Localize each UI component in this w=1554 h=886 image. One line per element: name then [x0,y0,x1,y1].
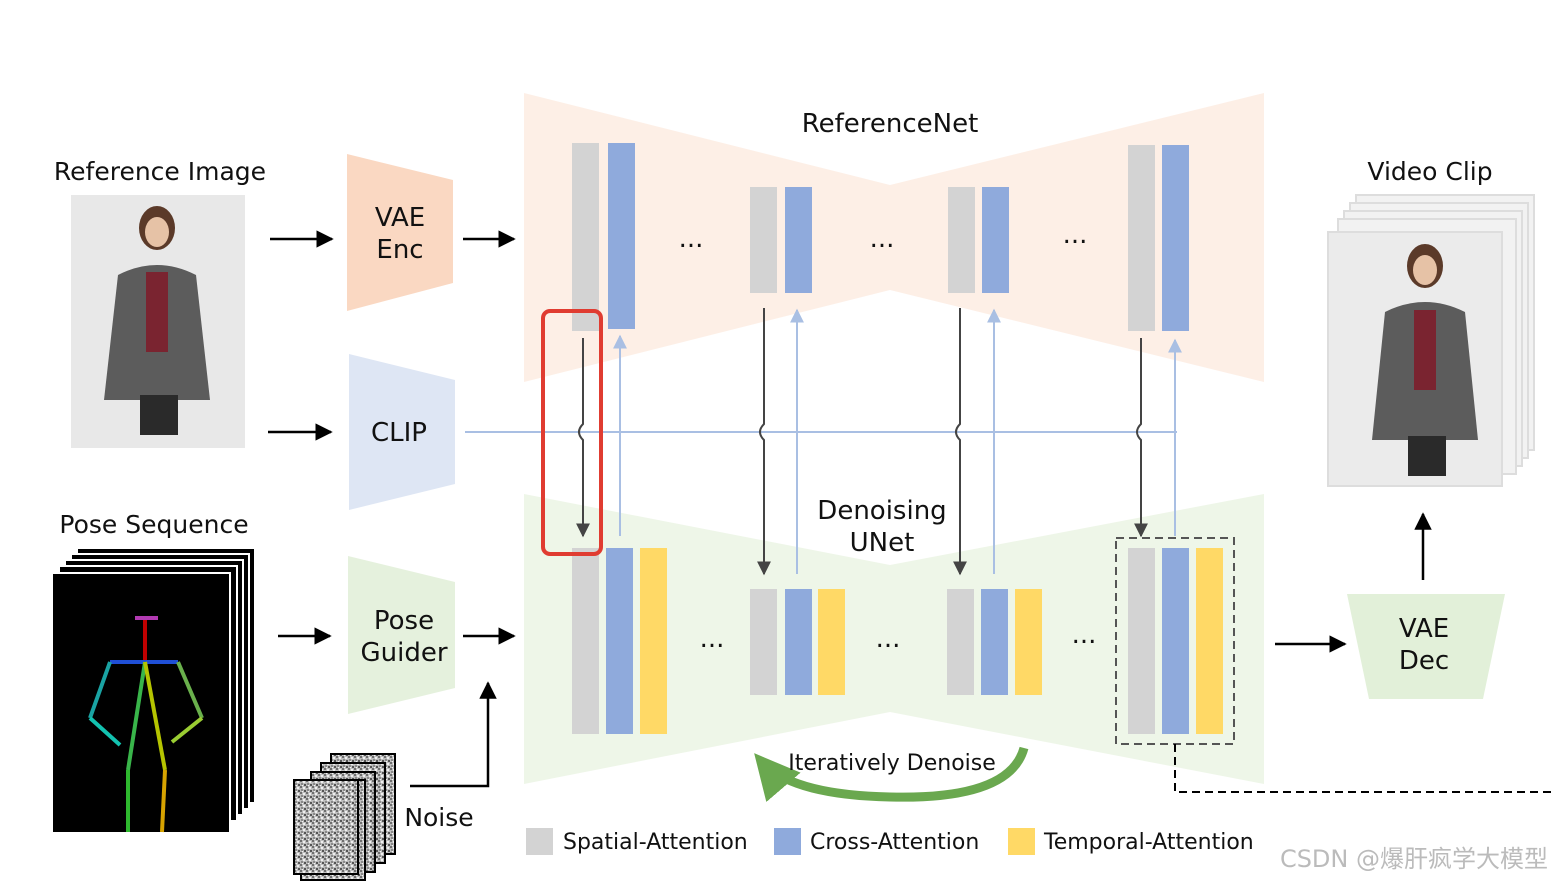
iterative-denoise-label: Iteratively Denoise [788,751,996,776]
vae-dec-line1: VAE [1399,614,1449,644]
pose-guider: Pose Guider [348,556,455,714]
unet-label-line2: UNet [850,528,915,558]
pose-guider-line1: Pose [374,606,434,636]
legend-label-spatial: Spatial-Attention [563,830,748,855]
unet-spatial-block-3 [947,589,974,695]
unet-cross-block-2 [785,589,812,695]
video-clip-stack [1327,194,1535,487]
unet-spatial-block-2 [750,589,777,695]
referencenet-label: ReferenceNet [802,109,979,139]
unet-spatial-block-4 [1128,548,1155,734]
referencenet-blocks: ... ... ... [572,143,1189,331]
cross-attention-arrows [613,308,1182,574]
pose-sequence-label: Pose Sequence [59,510,248,539]
pose-guider-line2: Guider [360,638,447,668]
iterative-denoise-arrow [754,746,1029,802]
clip-label: CLIP [371,418,427,448]
vae-enc-line1: VAE [375,203,425,233]
ref-spatial-block-1 [572,143,599,331]
highlight-box [541,309,603,556]
legend-label-cross: Cross-Attention [810,830,979,855]
reference-image-label: Reference Image [54,157,266,186]
vae-dec-line2: Dec [1399,646,1449,676]
unet-ellipsis-2: ... [876,624,901,654]
ref-spatial-block-2 [750,187,777,293]
ref-spatial-block-3 [948,187,975,293]
legend: Spatial-Attention Cross-Attention Tempor… [526,828,1254,855]
legend-label-temporal: Temporal-Attention [1043,830,1254,855]
ref-ellipsis-1: ... [679,224,704,254]
video-clip-label: Video Clip [1367,157,1492,186]
ref-ellipsis-3: ... [1063,220,1088,250]
reference-image [71,195,245,448]
unet-temporal-block-4 [1196,548,1223,734]
unet-temporal-block-2 [818,589,845,695]
ref-cross-block-4 [1162,145,1189,331]
noise-stack [293,753,396,881]
reference-feature-arrows [576,308,1148,576]
unet-cross-block-3 [981,589,1008,695]
unet-spatial-block-1 [572,548,599,734]
legend-swatch-spatial [526,828,553,855]
ref-spatial-block-4 [1128,145,1155,331]
unet-blocks: ... ... ... [572,548,1223,734]
legend-swatch-cross [774,828,801,855]
unet-background [524,494,1264,784]
noise-label: Noise [404,803,473,832]
ref-ellipsis-2: ... [870,224,895,254]
ref-cross-block-2 [785,187,812,293]
vae-decoder: VAE Dec [1347,594,1505,699]
input-arrows [268,230,1432,788]
dashed-output-line [1174,744,1554,793]
vae-encoder: VAE Enc [347,154,453,311]
unet-cross-block-4 [1162,548,1189,734]
referencenet-background [524,93,1264,382]
watermark: CSDN @爆肝疯学大模型 [1280,845,1548,873]
unet-label-line1: Denoising [817,496,946,526]
clip-encoder: CLIP [349,354,455,510]
ref-cross-block-3 [982,187,1009,293]
unet-temporal-block-3 [1015,589,1042,695]
iterative-denoise: Iteratively Denoise [754,746,1029,802]
unet-ellipsis-3: ... [1072,620,1097,650]
ref-cross-block-1 [608,143,635,329]
unet-ellipsis-1: ... [700,624,725,654]
unet-temporal-block-1 [640,548,667,734]
pose-skeleton [88,616,204,833]
vae-enc-line2: Enc [376,235,423,265]
legend-swatch-temporal [1008,828,1035,855]
pose-sequence-stack [51,547,256,834]
unet-cross-block-1 [606,548,633,734]
